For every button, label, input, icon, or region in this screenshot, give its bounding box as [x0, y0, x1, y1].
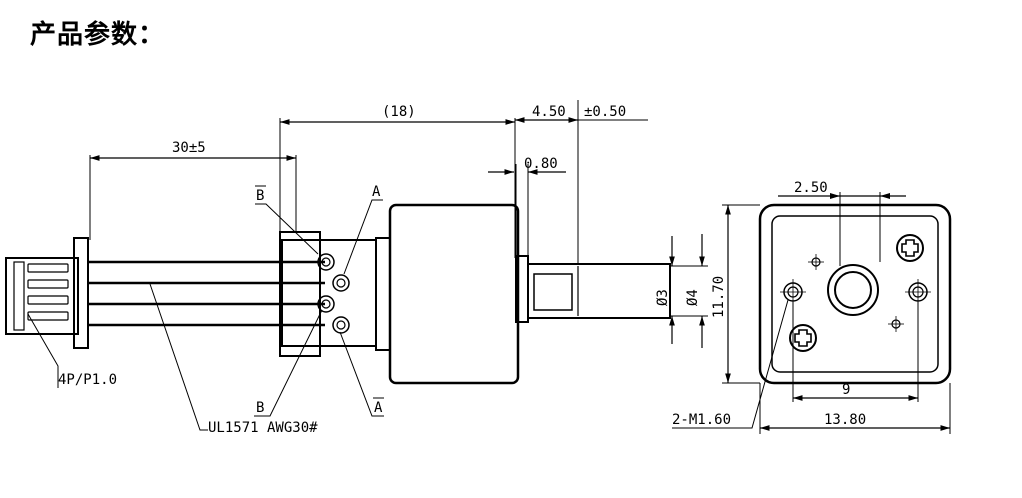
front-view: 2.50 11.70 9 13.80 2-M1.60: [672, 180, 952, 434]
dim-height-label: 11.70: [711, 276, 727, 318]
label-b: B: [256, 400, 264, 416]
dim-shaft-length: 4.50 ±0.50: [514, 100, 648, 264]
side-view: (18) 4.50 ±0.50 0.80 30±5: [5, 100, 708, 436]
motor-body: [375, 203, 529, 385]
screw-bottom-left: [789, 324, 817, 352]
page-title: 产品参数：: [30, 20, 166, 50]
dim-offset-label: 2.50: [794, 180, 828, 196]
dim-flange-thickness-label: 0.80: [524, 156, 558, 172]
dim-mount-holes-label: 2-M1.60: [672, 412, 731, 428]
dim-shaft-dia-inner-label: Ø3: [655, 289, 671, 306]
label-a: A: [372, 184, 381, 200]
dim-shaft-diameter: Ø3 Ø4: [655, 234, 708, 348]
small-hole-bottom: [888, 316, 904, 332]
dim-hole-spacing-label: 9: [842, 382, 850, 398]
dim-shaft-length-label: 4.50: [532, 104, 566, 120]
label-wire-spec: UL1571 AWG30#: [208, 420, 318, 436]
shaft: [527, 263, 671, 319]
mount-hole-right: [905, 279, 931, 305]
dim-shaft-tol-label: ±0.50: [584, 104, 626, 120]
wires: [88, 260, 325, 327]
label-connector: 4P/P1.0: [58, 372, 117, 388]
dim-overall-length-label: (18): [382, 104, 416, 120]
dim-shaft-dia-outer-label: Ø4: [685, 289, 701, 306]
dim-offset: 2.50: [778, 180, 906, 266]
label-a-bar: A: [374, 400, 383, 416]
dim-cable-length: 30±5: [89, 140, 297, 240]
dim-height: 11.70: [711, 204, 760, 384]
connector: [5, 237, 89, 349]
dim-flange-thickness: 0.80: [488, 156, 566, 256]
screw-top-right: [896, 234, 924, 262]
dim-mount-holes: 2-M1.60: [672, 299, 789, 429]
mount-hole-left: [780, 279, 806, 305]
dim-cable-length-label: 30±5: [172, 140, 206, 156]
dim-width-label: 13.80: [824, 412, 866, 428]
dim-width: 13.80: [759, 383, 951, 434]
small-hole-top: [808, 254, 824, 270]
terminal-block: [279, 231, 377, 357]
callouts: B A B A 4P/P1.0 UL1571 AWG30#: [27, 184, 384, 436]
label-b-bar: B: [256, 188, 264, 204]
dim-overall-length: (18): [279, 104, 515, 232]
dim-hole-spacing: 9: [792, 302, 919, 402]
